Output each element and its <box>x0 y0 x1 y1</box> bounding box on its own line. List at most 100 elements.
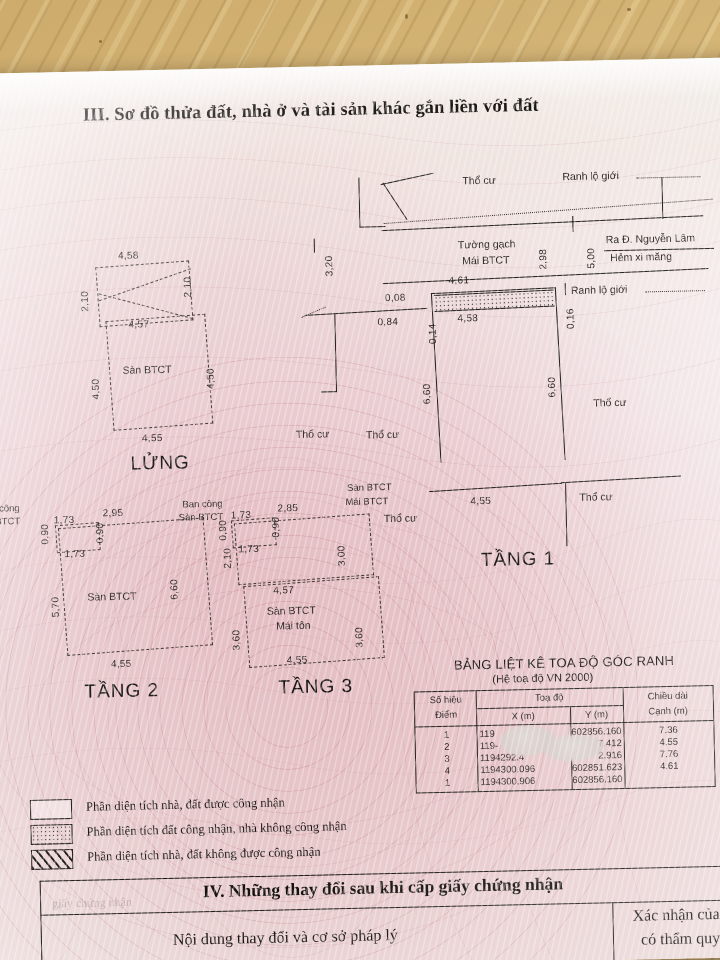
label-tho-cu-bottom-right: Thổ cư <box>579 491 613 504</box>
tang2-dim-right: 6,60 <box>169 578 181 600</box>
neighbour-line <box>305 307 428 316</box>
tang3-area-label-2: Mái tôn <box>275 619 311 633</box>
floor-label-tang-3: TẦNG 3 <box>278 675 354 699</box>
tick-line <box>564 283 567 296</box>
tang3-area-label-1: Sàn BTCT <box>266 604 316 618</box>
tang3-dim-bal-top: 2,85 <box>277 503 299 515</box>
coord-table: Số hiệu Điểm Toạ độ X (m) Y (m) Chiều dà… <box>413 685 716 794</box>
ranh-lo-gioi-dotted-lower <box>644 290 705 293</box>
td-y: 602856.160 <box>572 774 623 787</box>
td-len: 7.36 <box>659 724 678 737</box>
legend-swatch-stipple <box>30 824 73 845</box>
tang3-dim-bal-h-left: 0,90 <box>217 519 230 541</box>
tang3-dim-left-lower: 3,60 <box>231 629 243 651</box>
coord-table-title: BẢNG LIỆT KÊ TOA ĐỘ GÓC RANH <box>453 652 675 673</box>
td-x: 1194300.096 <box>480 763 536 777</box>
label-tho-cu-left: Thổ cư <box>295 428 330 442</box>
td-len: 4.55 <box>659 736 679 749</box>
label-ranh-lo-gioi-lower: Ranh lộ giới <box>570 283 628 298</box>
dim-6-60-left: 6,60 <box>421 383 434 405</box>
dim-4-58: 4,58 <box>457 313 479 325</box>
td-len: 7.76 <box>659 748 679 761</box>
td-y: 602851.623 <box>571 762 623 775</box>
label-alley: Hẻm xi măng <box>610 250 673 265</box>
neighbour-line <box>321 391 338 393</box>
th-len-1: Chiều dài <box>647 690 688 703</box>
td-x: 1194300.906 <box>480 775 536 789</box>
lung-dim-right-lower: 4,50 <box>205 368 217 390</box>
td-id: 1 <box>444 777 451 789</box>
coord-table-subtitle: (Hệ toạ độ VN 2000) <box>492 671 594 686</box>
tang2-area-label: Sàn BTCT <box>87 590 137 604</box>
label-mai-btct: Mái BTCT <box>462 254 510 268</box>
parcel-edge-bottom <box>429 482 563 493</box>
lung-dim-left-upper: 2,10 <box>79 290 92 312</box>
floor-label-tang-2: TẦNG 2 <box>84 680 160 703</box>
tang3-dim-bal-h-right: 0,90 <box>270 516 283 538</box>
document-content-layer: III. Sơ đồ thửa đất, nhà ở và tài sản kh… <box>0 57 720 960</box>
dim-0-84: 0,84 <box>377 316 399 329</box>
tang2-dim-bal-h-right: 0,90 <box>94 522 107 544</box>
td-id: 2 <box>444 741 450 753</box>
th-point-2: Điểm <box>434 709 458 722</box>
tang3-dim-right-upper: 3,00 <box>336 545 348 567</box>
lung-dim-left-lower: 4,50 <box>90 378 103 400</box>
tang3-dim-bottom: 4,55 <box>286 654 308 667</box>
neighbour-line <box>334 314 338 393</box>
td-id: 4 <box>444 765 451 777</box>
tang2-dim-bal-left: 1,73 <box>53 514 75 527</box>
tang3-balcony-label-2: Sàn BTCT <box>178 511 224 524</box>
legend-swatch-hatch <box>30 849 74 870</box>
tick-line <box>313 238 316 253</box>
label-tho-cu-bottom: Thổ cư <box>383 512 418 526</box>
td-id: 3 <box>444 753 450 765</box>
neighbour-line <box>561 475 681 484</box>
legend-text-0: Phần diện tích nhà, đất được công nhận <box>85 795 285 814</box>
legend-text-1: Phần diện tích đất công nhận, nhà không … <box>86 819 347 839</box>
legend-swatch-blank <box>29 799 73 820</box>
boundary-line <box>380 172 434 186</box>
tang3-dim-bal-left: 1,73 <box>230 510 252 522</box>
tang3-roof-label-1: Sàn BTCT <box>347 481 392 494</box>
dim-2-98: 2,98 <box>537 248 550 270</box>
floor-label-lung: LỬNG <box>130 452 191 475</box>
section-iv-col-right-line2: có thẩm quy <box>640 929 720 949</box>
label-ranh-lo-gioi-top: Ranh lộ giới <box>562 169 620 184</box>
lung-dim-bottom: 4,55 <box>141 432 163 445</box>
dim-4-55: 4,55 <box>470 495 492 508</box>
dim-4-61: 4,61 <box>448 275 470 287</box>
parcel-edge-left <box>430 293 442 463</box>
tang2-dim-left: 5,70 <box>50 596 62 618</box>
desk-speck <box>99 40 102 43</box>
dim-5-00: 5,00 <box>585 247 598 269</box>
boundary-line <box>382 182 408 220</box>
floor-label-tang-1: TẦNG 1 <box>480 548 556 572</box>
neighbour-dotted <box>301 306 326 318</box>
lung-dim-middle: 4,57 <box>128 319 150 331</box>
lung-dim-right-upper: 2,10 <box>182 276 194 298</box>
tang2-balcony-label-2: Sàn BTCT <box>0 516 21 528</box>
th-len-2: Cạnh (m) <box>648 705 688 718</box>
tang2-dim-bal-h-left: 0,90 <box>39 523 52 545</box>
legend-text-2: Phần diện tích nhà, đất không được công … <box>86 844 321 864</box>
dim-0-08: 0,08 <box>384 292 406 305</box>
tang2-main-outline <box>57 517 214 656</box>
road-line-upper <box>381 215 704 232</box>
tang2-balcony-label-1: Ban công <box>0 503 20 515</box>
section-iv-col-right-line1: Xác nhận của c <box>632 905 720 925</box>
tick-line <box>572 215 574 232</box>
tang3-dim-right-lower: 3,60 <box>354 626 366 648</box>
section-iii-title: III. Sơ đồ thửa đất, nhà ở và tài sản kh… <box>82 95 539 126</box>
th-point-1: Số hiệu <box>429 694 463 707</box>
ranh-lo-gioi-dotted-top <box>636 176 701 179</box>
tang3-dim-bal-bottom: 1,73 <box>238 543 260 556</box>
label-tuong-gach: Tường gạch <box>457 238 516 252</box>
label-tho-cu-mid: Thổ cư <box>365 428 400 442</box>
th-y: Y (m) <box>584 709 609 721</box>
dim-3-20: 3,20 <box>324 255 336 277</box>
th-coord-group: Toạ độ <box>534 692 564 704</box>
tang2-dim-bottom: 4,55 <box>110 658 132 671</box>
td-len: 4.61 <box>659 760 679 773</box>
road-line-lower <box>382 268 709 285</box>
